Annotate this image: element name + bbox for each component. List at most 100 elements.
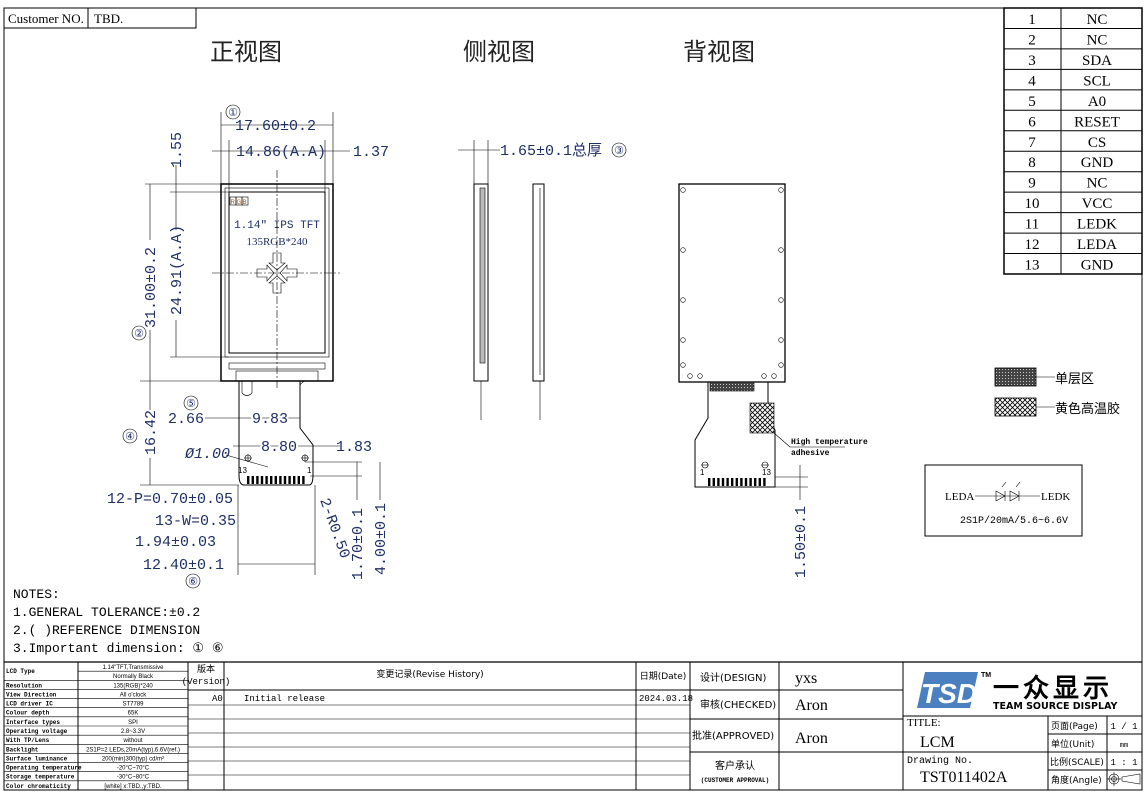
rgb-r: R	[231, 200, 236, 206]
spec-label: View Direction	[6, 691, 57, 698]
note-2: 2.( )REFERENCE DIMENSION	[13, 623, 200, 638]
dim-top-margin: 1.55	[169, 132, 186, 168]
dim-back-height: 1.50±0.1	[793, 506, 810, 578]
callout-5: ⑤	[186, 398, 196, 411]
note-1: 1.GENERAL TOLERANCE:±0.2	[13, 605, 200, 620]
spec-value: 135(RGB)*240	[113, 683, 153, 689]
logo-tm: TM	[981, 672, 991, 679]
scale-value: 1 : 1	[1110, 758, 1137, 768]
dim-thickness: 1.65±0.1总厚	[500, 142, 602, 160]
front-view-title: 正视图	[210, 38, 282, 66]
dim-pad-width: 13-W=0.35	[155, 513, 236, 530]
revision-history: Initial release	[244, 694, 325, 704]
pin-name: VCC	[1082, 196, 1113, 212]
pin-name: NC	[1087, 12, 1108, 28]
dim-fpc-length: 16.42	[143, 410, 160, 455]
side-view: 1.65±0.1总厚 ③	[458, 140, 627, 420]
spec-value: -30°C~80°C	[117, 775, 150, 781]
spec-value: 2.8~3.3V	[121, 729, 145, 735]
spec-value: ST7789	[122, 702, 144, 708]
callout-4: ④	[125, 431, 135, 444]
customer-no-label: Customer NO.	[8, 11, 84, 26]
spec-label: Surface luminance	[6, 755, 68, 762]
back-pin1-label: 1	[700, 468, 705, 477]
dim-hole-edge: 1.83	[336, 439, 372, 456]
page-value: 1 / 1	[1110, 722, 1137, 732]
spec-label: Interface types	[6, 719, 60, 726]
unit-value: mm	[1120, 742, 1128, 750]
spec-value: 65K	[128, 711, 139, 717]
pin-name: NC	[1087, 32, 1108, 48]
back-view-title: 背视图	[683, 38, 755, 66]
spec-label: Operating temperature	[6, 765, 82, 772]
spec-value: [white] x:TBD.,y:TBD.	[104, 784, 162, 790]
front-pin13-label: 13	[238, 466, 247, 475]
revision-block: 版本 (Version) 变更记录(Revise History) 日期(Dat…	[182, 661, 693, 791]
pin-name: GND	[1081, 258, 1114, 274]
dim-fpc-end-width: 12.40±0.1	[143, 557, 224, 574]
pin-row: 13 GND	[1025, 258, 1114, 274]
title-label: TITLE:	[907, 717, 941, 729]
pin-name: GND	[1081, 155, 1114, 171]
pin-name: SDA	[1082, 53, 1112, 69]
checked-value: Aron	[795, 697, 828, 714]
center-mark-icon	[256, 252, 298, 294]
dim-hole-height: 1.70±0.1	[350, 508, 367, 580]
back-pin13-label: 13	[762, 468, 771, 477]
page-label: 页面(Page)	[1051, 721, 1098, 732]
design-label: 设计(DESIGN)	[700, 671, 766, 684]
scale-label: 比例(SCALE)	[1050, 756, 1104, 768]
pin-name: NC	[1087, 176, 1108, 192]
history-header: 变更记录(Revise History)	[376, 668, 483, 680]
side-view-title: 侧视图	[463, 38, 535, 66]
fpc-outline	[238, 381, 314, 486]
company-name-cn: 一众显示	[993, 674, 1113, 704]
dim-hole-distance: 8.80	[261, 439, 297, 456]
dim-fpc-offset: 2.66	[168, 411, 204, 428]
spec-label: LCD driver IC	[6, 701, 53, 708]
spec-label: Backlight	[6, 746, 39, 753]
customer-approval-label-en: (CUSTOMER APPROVAL)	[701, 777, 769, 784]
pin-number: 10	[1025, 196, 1040, 212]
front-view: R G B 1.14" IPS TFT 135RGB*240 13 1	[212, 170, 340, 486]
projection-symbol-icon	[1107, 772, 1141, 786]
pin-name: A0	[1088, 94, 1106, 110]
customer-no-value: TBD.	[94, 11, 123, 26]
company-name-en: TEAM SOURCE DISPLAY	[993, 701, 1118, 712]
design-value: yxs	[795, 670, 817, 687]
back-view: 1 13 High temperature adhesive 1.50±0.1	[678, 183, 868, 578]
spec-label: Color chromaticity	[6, 783, 71, 790]
spec-value: -20°C~70°C	[117, 766, 150, 772]
spec-label: Resolution	[6, 682, 42, 689]
logo-text: TSD	[921, 678, 977, 709]
spec-label: With TP/Lens	[6, 737, 50, 744]
high-temp-label-1: High temperature	[791, 438, 868, 447]
tsd-logo: TSD TM 一众显示 TEAM SOURCE DISPLAY	[917, 672, 1118, 712]
revision-version: A0	[212, 694, 223, 704]
pin-name: LEDA	[1077, 237, 1117, 253]
legend-adhesive: 黄色高温胶	[1055, 401, 1120, 417]
spec-label: LCD Type	[6, 668, 35, 675]
revision-date: 2024.03.18	[639, 694, 693, 704]
date-header: 日期(Date)	[640, 671, 687, 682]
legend-single-layer: 单层区	[1055, 372, 1094, 387]
dim-width: 17.60±0.2	[235, 118, 316, 135]
pin-number: 9	[1028, 176, 1036, 192]
single-layer-zone	[709, 381, 755, 392]
pin-number: 13	[1025, 258, 1040, 274]
pin-name: CS	[1088, 135, 1106, 151]
pin-name: RESET	[1074, 114, 1120, 130]
customer-approval-label: 客户承认	[715, 759, 755, 772]
callout-2: ②	[134, 328, 144, 341]
callout-1: ①	[228, 107, 238, 120]
rgb-g: G	[237, 200, 242, 206]
dim-right-margin: 1.37	[353, 144, 389, 161]
led-anode-label: LEDA	[945, 491, 974, 503]
spec-value: 1.14"TFT,Transmissive	[103, 665, 165, 671]
dim-hole-to-end: 4.00±0.1	[373, 503, 390, 575]
